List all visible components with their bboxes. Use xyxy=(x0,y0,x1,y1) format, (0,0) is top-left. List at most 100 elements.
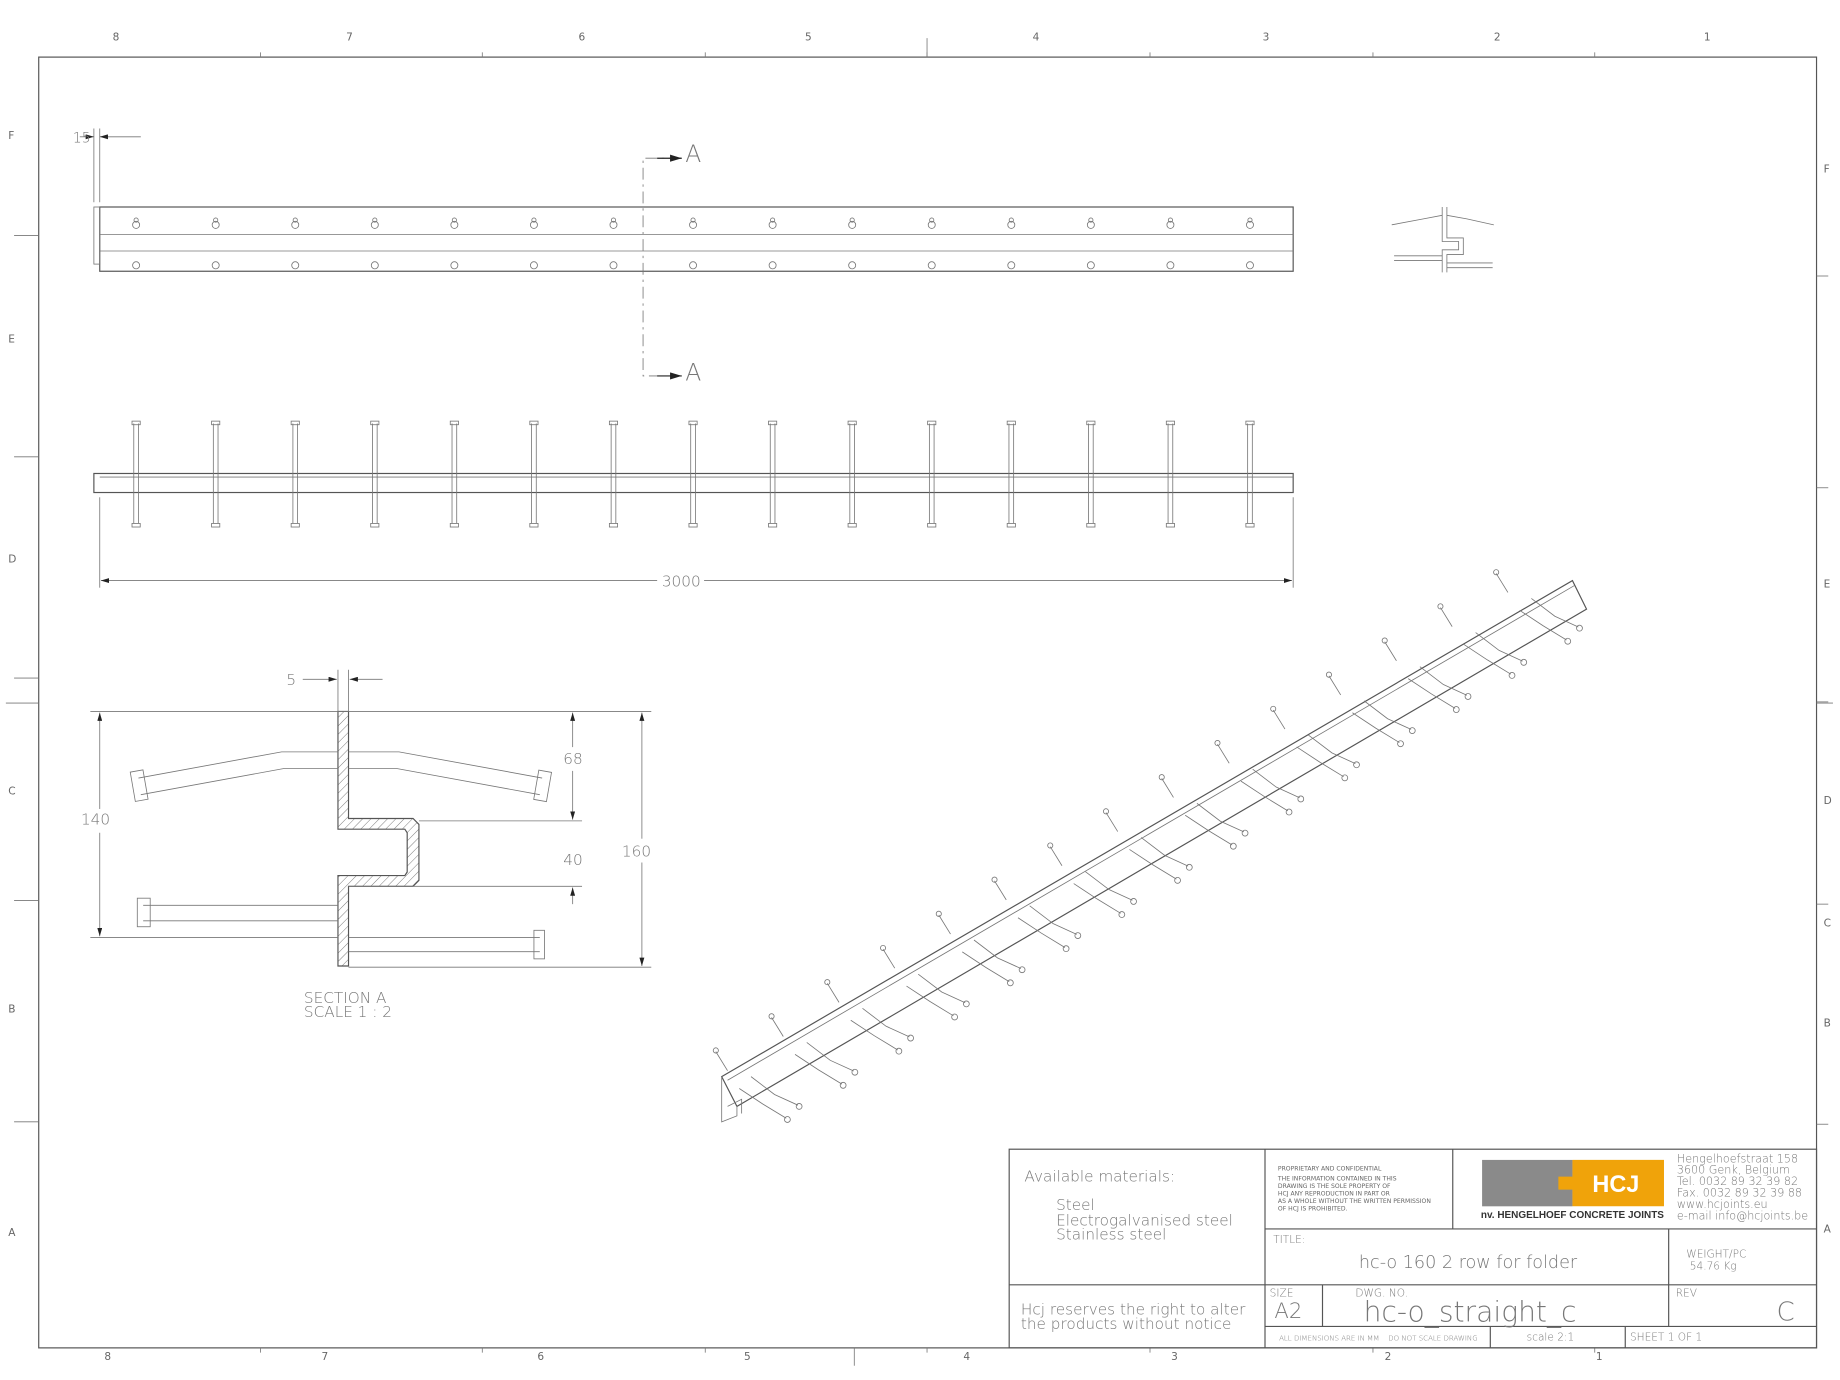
zone-row-label: F xyxy=(8,129,14,142)
iso-anchor-pin xyxy=(1493,569,1583,645)
iso-anchor-pin xyxy=(768,1013,859,1089)
company-name: nv. HENGELHOEF CONCRETE JOINTS xyxy=(1481,1210,1664,1221)
zone-row-label: A xyxy=(8,1226,16,1239)
anchor-hole xyxy=(1166,220,1175,229)
zone-column-label: 1 xyxy=(1596,1350,1603,1363)
hcj-logo-orange xyxy=(1558,1159,1664,1207)
top-view: 15 xyxy=(73,128,1294,272)
address-line: Fax. 0032 89 32 39 88 xyxy=(1677,1186,1802,1199)
iso-anchor-pin xyxy=(991,876,1082,953)
rev-label: REV xyxy=(1676,1287,1697,1300)
anchor-hole xyxy=(450,261,459,270)
anchor-hole xyxy=(1086,220,1095,229)
disclaimer-line: Hcj reserves the right to alter xyxy=(1021,1300,1246,1318)
anchor-hole xyxy=(609,261,618,270)
drawing-title: hc-o 160 2 row for folder xyxy=(1359,1253,1578,1273)
zone-column-label: 1 xyxy=(1704,30,1711,43)
dwg-no-value: hc-o_straight_c xyxy=(1364,1296,1577,1330)
zone-row-label: F xyxy=(1824,162,1830,175)
anchor-hole xyxy=(1166,261,1175,270)
zone-column-label: 3 xyxy=(1171,1350,1178,1363)
anchor-hole xyxy=(132,261,141,270)
title-block: Available materials: Steel Electrogalvan… xyxy=(1008,1148,1818,1349)
confidential-line: AS A WHOLE WITHOUT THE WRITTEN PERMISSIO… xyxy=(1278,1198,1431,1205)
anchor-hole xyxy=(689,261,697,270)
zone-column-label: 7 xyxy=(346,30,353,43)
anchor-pin xyxy=(370,420,380,528)
disclaimer-line: the products without notice xyxy=(1021,1315,1232,1333)
scale-note: DO NOT SCALE DRAWING xyxy=(1388,1334,1477,1343)
end-view xyxy=(1391,207,1494,273)
section-cut-line: A A xyxy=(642,140,701,387)
dimension-40: 40 xyxy=(563,851,582,869)
anchor-hole xyxy=(848,261,857,270)
anchor-hole xyxy=(927,220,936,229)
material-item: Steel xyxy=(1056,1196,1095,1214)
anchor-hole xyxy=(768,261,777,270)
anchor-hole xyxy=(1246,261,1254,270)
anchor-hole xyxy=(689,220,697,229)
confidential-line: OF HCJ IS PROHIBITED. xyxy=(1278,1205,1348,1212)
anchor-pin xyxy=(211,420,221,528)
material-item: Electrogalvanised steel xyxy=(1056,1211,1233,1229)
anchor-pin xyxy=(1165,420,1175,528)
dimension-68: 68 xyxy=(563,750,582,768)
iso-anchor-pin xyxy=(880,944,970,1021)
anchor-pin xyxy=(847,420,857,528)
iso-anchor-pin xyxy=(712,1047,803,1123)
dimension-140: 140 xyxy=(81,810,110,828)
dimensions-note: ALL DIMENSIONS ARE IN MM xyxy=(1279,1334,1379,1343)
anchor-hole xyxy=(529,261,538,270)
section-marker-top: A xyxy=(685,140,701,168)
anchor-pin xyxy=(608,420,619,528)
iso-anchor-pin xyxy=(1047,842,1137,918)
anchor-hole xyxy=(1246,220,1254,229)
anchor-pin xyxy=(1245,420,1255,528)
hcj-logo-grey xyxy=(1482,1159,1573,1207)
zone-row-label: C xyxy=(1824,917,1831,930)
anchor-hole xyxy=(291,261,300,270)
section-scale: SCALE 1 : 2 xyxy=(304,1003,392,1021)
dimension-160: 160 xyxy=(622,842,651,860)
address-line: www.hcjoints.eu xyxy=(1677,1198,1768,1211)
zone-row-label: D xyxy=(1824,794,1832,807)
anchor-pin xyxy=(1006,420,1016,528)
anchor-hole xyxy=(927,261,936,270)
scale-value: scale 2:1 xyxy=(1527,1331,1575,1344)
zone-column-label: 4 xyxy=(1033,30,1040,43)
address-line: 3600 Genk, Belgium xyxy=(1677,1164,1790,1177)
anchor-pin xyxy=(131,420,141,528)
anchor-hole xyxy=(450,220,459,229)
iso-anchor-pin xyxy=(1381,637,1472,713)
anchor-hole xyxy=(132,220,141,229)
section-marker-bottom: A xyxy=(685,359,701,387)
anchor-pin xyxy=(1086,420,1096,528)
materials-heading: Available materials: xyxy=(1024,1167,1175,1185)
logo-text: HCJ xyxy=(1592,1172,1639,1198)
anchor-hole xyxy=(848,220,857,229)
iso-anchor-pin xyxy=(1325,671,1416,748)
anchor-hole xyxy=(211,261,220,270)
title-label: TITLE: xyxy=(1273,1233,1305,1246)
zone-column-label: 6 xyxy=(537,1350,544,1363)
zone-row-label: D xyxy=(8,553,16,566)
anchor-pin xyxy=(529,420,539,528)
size-label: SIZE xyxy=(1270,1287,1294,1300)
anchor-hole xyxy=(370,261,379,270)
confidential-line: HCJ ANY REPRODUCTION IN PART OR xyxy=(1278,1190,1391,1197)
iso-anchor-pin xyxy=(1437,603,1528,679)
anchor-pin xyxy=(290,420,300,528)
iso-anchor-pin xyxy=(935,910,1026,987)
anchor-pin xyxy=(688,420,698,528)
zone-column-label: 2 xyxy=(1385,1350,1392,1363)
section-label: SECTION A xyxy=(304,989,386,1007)
zone-column-label: 7 xyxy=(322,1350,329,1363)
anchor-hole xyxy=(1007,261,1016,270)
zone-column-label: 8 xyxy=(104,1350,111,1363)
isometric-view xyxy=(712,569,1588,1123)
weight-label: WEIGHT/PC xyxy=(1686,1247,1746,1260)
zone-column-label: 5 xyxy=(744,1350,751,1363)
front-view: 3000 xyxy=(93,420,1294,591)
zone-column-label: 5 xyxy=(805,30,812,43)
weight-value: 54.76 Kg xyxy=(1690,1259,1737,1272)
